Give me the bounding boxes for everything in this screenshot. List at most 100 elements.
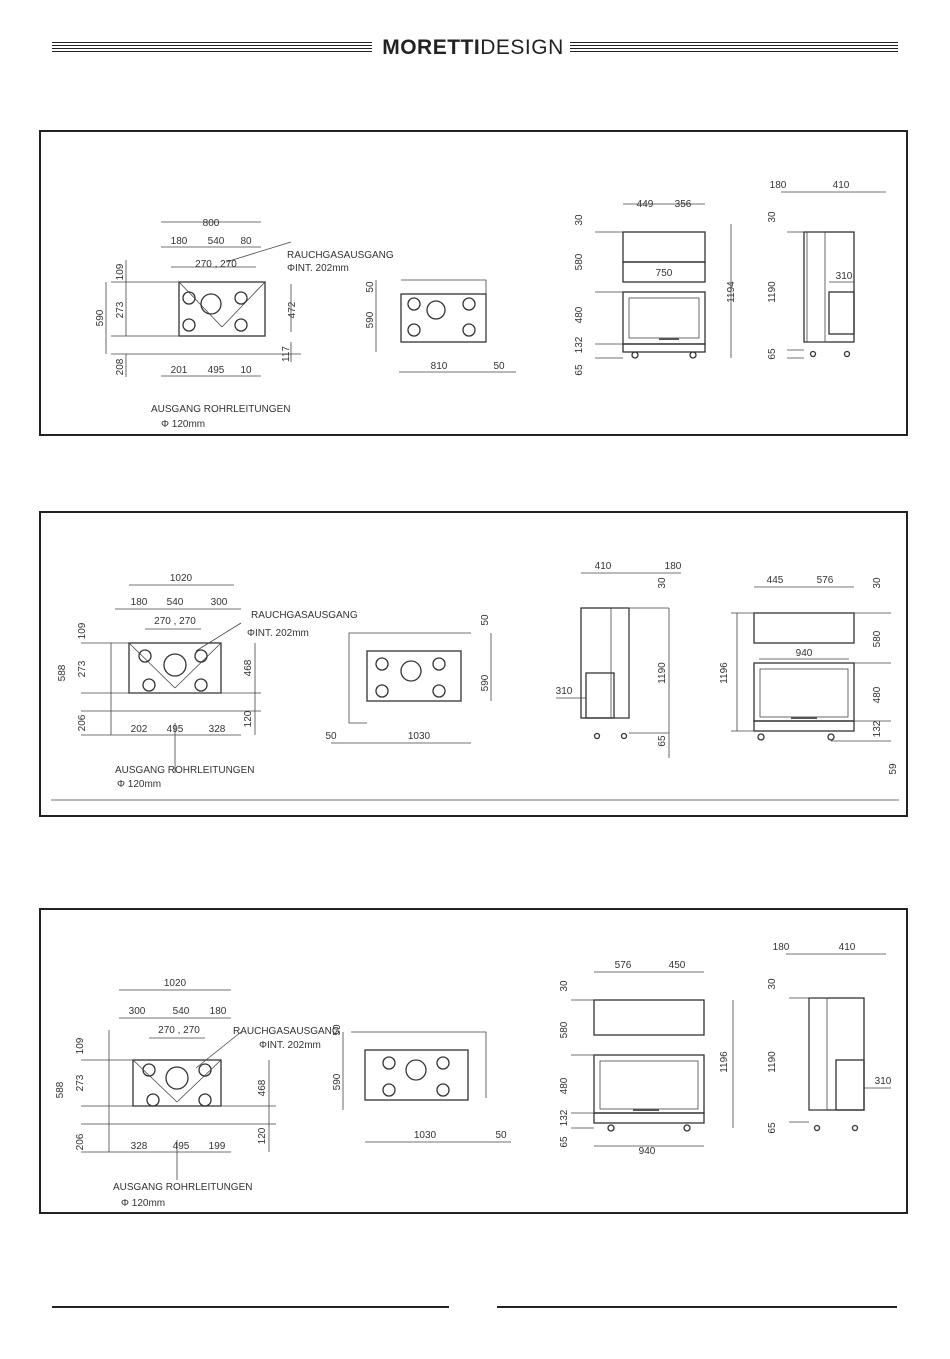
front-dim-h-132: 132: [559, 1109, 570, 1126]
dim-spacing: 270 , 270: [158, 1025, 200, 1036]
dim-spacing: 270 , 270: [195, 259, 237, 270]
top-dim-w-right: 50: [493, 361, 505, 372]
side-dim-w-r: 180: [665, 561, 682, 572]
dim-b-right: 10: [240, 365, 252, 376]
front-dim-h-30: 30: [872, 577, 883, 589]
flue-label: RAUCHGASAUSGANG: [251, 610, 358, 621]
dim-h-bot: 206: [75, 1133, 86, 1150]
dim-h-top: 109: [115, 263, 126, 280]
top-dim-h-top: 50: [480, 614, 491, 626]
drawing-panel-1: 800 180 540 80 270 , 270 109 273 590 208…: [39, 130, 908, 436]
front-dim-h-65: 65: [559, 1136, 570, 1148]
front-dim-h-132: 132: [872, 720, 883, 737]
side-dim-h-1190: 1190: [657, 662, 668, 684]
plan-view-2: 1020 180 540 300 270 , 270 109 273 588 2…: [57, 573, 358, 790]
dim-w-mid: 540: [167, 597, 184, 608]
footer-rule-left: [52, 1306, 449, 1308]
side-dim-h-30: 30: [767, 978, 778, 990]
dim-w-right: 80: [240, 236, 252, 247]
top-dim-h-top: 50: [365, 281, 376, 293]
pipes-dia-label: Φ 120mm: [161, 419, 205, 430]
dim-h-total: 588: [57, 664, 68, 681]
dim-w-right: 180: [210, 1006, 227, 1017]
pipes-dia-label: Φ 120mm: [117, 779, 161, 790]
front-dim-w-l: 449: [637, 199, 654, 210]
front-dim-w-l: 445: [767, 575, 784, 586]
front-view-2: 445 576 30 580 480 132 59 940 1196: [719, 575, 899, 775]
front-dim-h-59: 59: [888, 763, 899, 775]
dim-w-mid: 540: [208, 236, 225, 247]
drawing-panel-2: 1020 180 540 300 270 , 270 109 273 588 2…: [39, 511, 908, 817]
front-dim-h-total: 1194: [726, 281, 737, 303]
dim-b-right: 199: [209, 1141, 226, 1152]
dim-b-mid: 495: [208, 365, 225, 376]
front-dim-w-940: 940: [639, 1146, 656, 1157]
side-dim-w-r: 410: [833, 180, 850, 191]
dim-w-right: 300: [211, 597, 228, 608]
flue-label: RAUCHGASAUSGANG: [233, 1026, 340, 1037]
front-dim-h-580: 580: [574, 253, 585, 270]
dim-h-mid: 273: [115, 301, 126, 318]
brand-light: DESIGN: [480, 36, 564, 59]
front-dim-w-r: 356: [675, 199, 692, 210]
brand-logo: MORETTIDESIGN: [380, 36, 566, 60]
side-dim-h-1190: 1190: [767, 281, 778, 303]
front-dim-h-480: 480: [574, 306, 585, 323]
side-dim-w-l: 180: [773, 942, 790, 953]
front-dim-w-r: 450: [669, 960, 686, 971]
top-dim-w: 810: [431, 361, 448, 372]
dim-h-right-bot: 117: [281, 346, 292, 362]
flue-dia-label: ΦINT. 202mm: [287, 263, 349, 274]
plan-view-1: 800 180 540 80 270 , 270 109 273 590 208…: [95, 218, 394, 430]
dim-spacing: 270 , 270: [154, 616, 196, 627]
top-view-3: 50 590 1030 50: [332, 1024, 511, 1143]
front-dim-h-132: 132: [574, 336, 585, 353]
dim-h-total: 588: [55, 1081, 66, 1098]
front-dim-h-30: 30: [559, 980, 570, 992]
dim-b-left: 201: [171, 365, 188, 376]
front-dim-w-940: 940: [796, 648, 813, 659]
front-dim-h-580: 580: [559, 1021, 570, 1038]
pipes-dia-label: Φ 120mm: [121, 1198, 165, 1209]
dim-w-left: 300: [129, 1006, 146, 1017]
top-dim-w: 1030: [414, 1130, 437, 1141]
top-view-2: 50 590 50 1030: [325, 614, 492, 744]
dim-w-total: 1020: [170, 573, 193, 584]
page-header: MORETTIDESIGN: [0, 0, 950, 90]
side-dim-h-65: 65: [767, 1122, 778, 1134]
dim-h-bot: 206: [77, 714, 88, 731]
dim-h-total: 590: [95, 309, 106, 326]
side-dim-w-r: 410: [839, 942, 856, 953]
flue-label: RAUCHGASAUSGANG: [287, 250, 394, 261]
dim-h-bot: 208: [115, 358, 126, 375]
flue-dia-label: ΦINT. 202mm: [247, 628, 309, 639]
side-dim-w-l: 410: [595, 561, 612, 572]
dim-b-mid: 495: [173, 1141, 190, 1152]
front-dim-w-750: 750: [656, 268, 673, 279]
top-dim-w: 1030: [408, 731, 431, 742]
dim-w-left: 180: [131, 597, 148, 608]
side-dim-h-1190: 1190: [767, 1051, 778, 1073]
flue-dia-label: ΦINT. 202mm: [259, 1040, 321, 1051]
side-dim-h-65: 65: [767, 348, 778, 360]
top-dim-h-top: 50: [332, 1024, 343, 1036]
front-view-3: 576 450 30 580 480 132 65 940 1196: [559, 960, 734, 1157]
side-dim-w-l: 180: [770, 180, 787, 191]
footer-rule-right: [497, 1306, 897, 1308]
dim-w-total: 800: [203, 218, 220, 229]
brand-bold: MORETTI: [382, 36, 481, 59]
top-dim-h: 590: [480, 674, 491, 691]
dim-h-top: 109: [75, 1037, 86, 1054]
drawing-svg-1: 800 180 540 80 270 , 270 109 273 590 208…: [95, 180, 886, 430]
side-view-3: 180 410 30 1190 65 310: [767, 942, 892, 1134]
side-dim-w-310: 310: [836, 271, 853, 282]
dim-h-top: 109: [77, 622, 88, 639]
dim-h-right-bot: 120: [243, 710, 254, 727]
drawing-svg-3: 1020 300 540 180 270 , 270 109 273 588 2…: [55, 942, 892, 1209]
dim-h-mid: 273: [77, 660, 88, 677]
front-dim-h-480: 480: [872, 686, 883, 703]
side-dim-w-310: 310: [875, 1076, 892, 1087]
side-dim-h-30: 30: [767, 211, 778, 223]
dim-b-left: 202: [131, 724, 148, 735]
drawing-svg-2: 1020 180 540 300 270 , 270 109 273 588 2…: [51, 561, 899, 801]
